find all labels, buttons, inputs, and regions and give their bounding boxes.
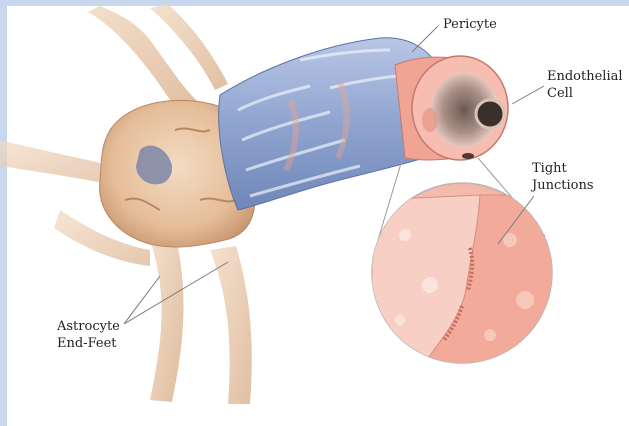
tight-label-line1: Tight — [532, 160, 594, 177]
pericyte-label-text: Pericyte — [443, 16, 497, 33]
astrocyte-label-line2: End-Feet — [57, 335, 120, 352]
endothelial-label-line2: Cell — [547, 85, 623, 102]
endothelial-cell-label: Endothelial Cell — [547, 68, 623, 102]
endothelial-label-line1: Endothelial — [547, 68, 623, 85]
tight-label-line2: Junctions — [532, 177, 594, 194]
tight-junctions-label: Tight Junctions — [532, 160, 594, 194]
endothelial-tube — [395, 56, 508, 160]
tight-junction-zoom — [372, 183, 560, 370]
astrocyte-label-line1: Astrocyte — [57, 318, 120, 335]
astrocyte-end-feet-label: Astrocyte End-Feet — [57, 318, 120, 352]
pericyte-label: Pericyte — [443, 16, 497, 33]
